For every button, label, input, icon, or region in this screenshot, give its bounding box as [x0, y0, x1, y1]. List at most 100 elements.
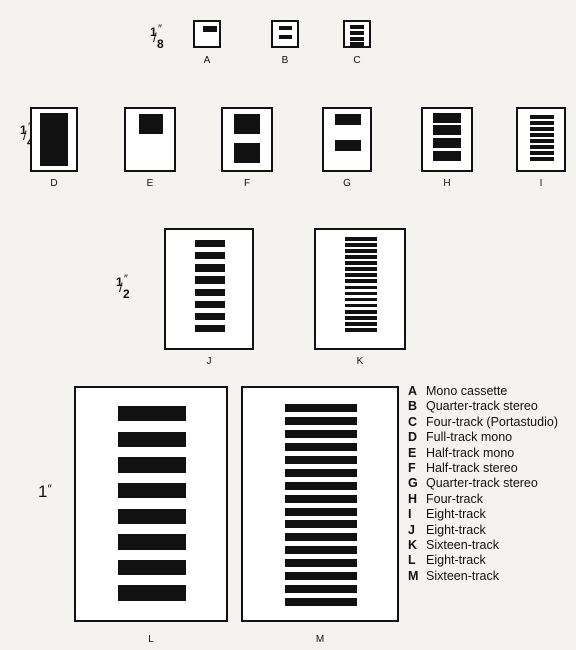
track-bar — [195, 312, 225, 321]
format-letter-label: F — [243, 178, 251, 189]
track-bar — [350, 37, 364, 41]
track-bar — [285, 572, 357, 581]
track-bar — [433, 151, 461, 161]
legend-text: Sixteen-track — [426, 568, 499, 583]
tape-format-m — [241, 386, 399, 622]
track-bar — [345, 297, 377, 302]
track-bar — [195, 240, 225, 248]
track-bar — [285, 520, 357, 529]
format-letter-label: J — [206, 356, 212, 367]
format-letter-label: K — [356, 356, 364, 367]
legend-key: E — [408, 445, 417, 460]
track-bar — [40, 113, 68, 166]
fraction-bar: / — [23, 128, 27, 143]
track-bar — [335, 140, 361, 151]
track-bar — [530, 115, 554, 119]
inch-mark: ″ — [28, 122, 32, 133]
track-bar — [279, 26, 292, 30]
fraction-denominator: 8 — [157, 37, 164, 51]
track-bar — [350, 31, 364, 35]
track-bar — [433, 138, 461, 148]
track-bar — [285, 598, 357, 607]
fraction-numerator: 1 — [116, 275, 123, 289]
track-bar — [285, 404, 357, 413]
track-bar — [195, 288, 225, 296]
track-bar — [285, 468, 357, 477]
legend-text: Half-track mono — [426, 445, 515, 460]
track-bar — [345, 261, 377, 265]
track-bar — [118, 482, 186, 499]
format-letter-label: A — [203, 55, 211, 66]
track-bar — [530, 139, 554, 143]
track-bar — [335, 114, 361, 125]
fraction-denominator: 2 — [123, 287, 130, 301]
legend-item: K Sixteen-track — [408, 538, 558, 553]
track-bar — [118, 559, 186, 576]
track-bar — [118, 508, 186, 524]
track-bar — [285, 455, 357, 464]
legend-text: Eight-track — [426, 507, 486, 522]
track-bar — [345, 237, 377, 241]
track-bar — [285, 429, 357, 438]
track-bar — [345, 315, 377, 320]
fraction-bar: / — [153, 30, 157, 45]
track-bar — [279, 35, 292, 39]
track-bar — [345, 267, 377, 272]
legend-key: G — [408, 476, 418, 491]
legend-text: Half-track stereo — [426, 461, 518, 476]
track-bar — [285, 533, 357, 542]
format-letter-label: I — [539, 178, 543, 189]
legend-text: Sixteen-track — [426, 538, 499, 553]
legend-key: K — [408, 538, 418, 553]
legend-text: Eight-track — [426, 553, 486, 568]
legend-key: M — [408, 568, 419, 583]
inch-mark: ″ — [158, 23, 162, 35]
track-bar — [285, 507, 357, 516]
legend-text: Full-track mono — [426, 430, 513, 445]
track-bar — [345, 303, 377, 308]
track-bar — [530, 121, 554, 125]
track-bar — [345, 321, 377, 326]
track-bar — [345, 273, 377, 278]
track-bar — [345, 291, 377, 296]
legend-key: B — [408, 399, 418, 414]
track-bar — [285, 442, 357, 451]
legend-text: Four-track — [426, 491, 483, 506]
track-bar — [195, 324, 225, 333]
track-bar — [350, 42, 364, 46]
tape-format-g — [322, 107, 372, 172]
track-bar — [345, 243, 377, 247]
legend-text: Quarter-track stereo — [426, 399, 538, 414]
track-bar — [285, 559, 357, 568]
track-bar — [345, 255, 377, 259]
legend-key: H — [408, 491, 418, 506]
track-bar — [345, 285, 377, 290]
size-value: 1 — [38, 482, 48, 501]
format-letter-label: H — [443, 178, 451, 189]
legend-text: Four-track (Portastudio) — [426, 414, 558, 429]
format-letter-label: D — [50, 178, 58, 189]
legend-key: L — [408, 553, 416, 568]
fraction-bar: / — [119, 280, 123, 295]
fraction-numerator: 1 — [150, 25, 157, 39]
track-bar — [118, 457, 186, 473]
track-bar — [195, 300, 225, 308]
format-letter-label: M — [315, 634, 325, 645]
format-letter-label: L — [148, 634, 154, 645]
track-bar — [530, 157, 554, 161]
track-bar — [195, 264, 225, 272]
track-bar — [530, 151, 554, 155]
legend-item: M Sixteen-track — [408, 569, 558, 584]
track-bar — [530, 127, 554, 131]
size-label-one-inch: 1″ — [38, 482, 52, 502]
track-bar — [195, 252, 225, 260]
tape-format-a — [193, 20, 221, 48]
track-bar — [285, 585, 357, 594]
format-letter-label: B — [281, 55, 289, 66]
